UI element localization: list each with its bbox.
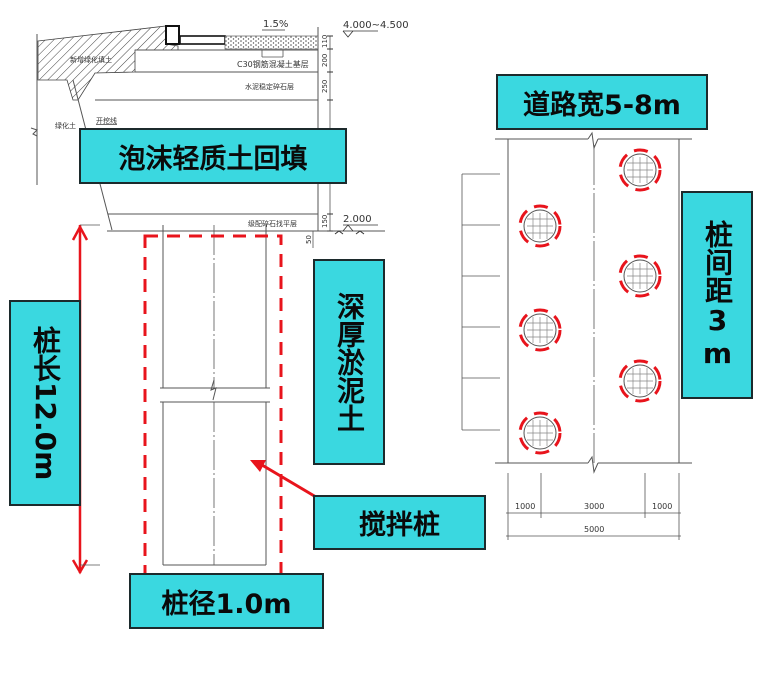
- curb: [165, 25, 180, 45]
- slope-value: 1.5%: [263, 19, 288, 30]
- pile-influence-ring: [618, 254, 662, 298]
- callout-mixing-pile: 搅拌桩: [313, 495, 486, 550]
- pile-influence-ring: [618, 148, 662, 192]
- dim-250: 250: [321, 80, 329, 93]
- pile-circle: [518, 308, 562, 352]
- label-new-green-soil: 新增绿化填土: [70, 55, 112, 64]
- callout-road-width: 道路宽5-8m: [496, 74, 708, 130]
- dim-150: 150: [321, 215, 329, 228]
- callout-soft-soil-text: 深厚淤泥土: [333, 292, 366, 432]
- callout-pile-length-text: 桩长12.0m: [29, 325, 62, 481]
- label-excavation-line: 开挖线: [96, 116, 117, 125]
- pile-influence-ring: [518, 204, 562, 248]
- callout-pile-spacing: 桩间距3m: [681, 191, 753, 399]
- pile-circle: [518, 411, 562, 455]
- pile-circle: [518, 204, 562, 248]
- break-symbol: [30, 127, 38, 137]
- pile-influence-ring: [518, 411, 562, 455]
- dim-200: 200: [321, 54, 329, 67]
- pile-circle: [618, 359, 662, 403]
- pile-circle: [618, 148, 662, 192]
- dim-1000-right: 1000: [652, 502, 672, 511]
- label-c30-base: C30钢筋混凝土基层: [237, 59, 309, 69]
- pile-elevation: 12000 1000: [71, 224, 317, 591]
- dim-5000: 5000: [584, 525, 604, 534]
- pile-circle: [618, 254, 662, 298]
- callout-pile-diameter: 桩径1.0m: [129, 573, 324, 629]
- mixing-pile-arrow: [261, 463, 317, 499]
- label-green-soil: 绿化土: [55, 121, 76, 130]
- plan-view: 1000 3000 1000 5000: [461, 131, 692, 540]
- elevation-bottom: 2.000: [343, 214, 372, 225]
- dim-1000-left: 1000: [515, 502, 535, 511]
- dim-110: 110: [321, 35, 329, 48]
- pile-influence-outline: [143, 234, 283, 581]
- pavement-layer: [224, 35, 319, 50]
- elevation-top: 4.000~4.500: [343, 20, 409, 31]
- dim-3000: 3000: [584, 502, 604, 511]
- pile-influence-ring: [518, 308, 562, 352]
- callout-pile-spacing-text: 桩间距3m: [701, 220, 734, 370]
- label-cement-gravel: 水泥稳定碎石层: [245, 82, 294, 91]
- callout-foam-backfill: 泡沫轻质土回填: [79, 128, 347, 184]
- cross-section: 新增绿化填土 C30钢筋混凝土基层 水泥稳定碎石层 绿化土 开挖线 级配碎石找平…: [30, 19, 409, 248]
- pile-influence-ring: [618, 359, 662, 403]
- dim-50: 50: [305, 235, 313, 244]
- curb-base: [179, 35, 226, 45]
- callout-pile-length: 桩长12.0m: [9, 300, 81, 506]
- callout-soft-soil: 深厚淤泥土: [313, 259, 385, 465]
- label-gravel-leveling: 级配碎石找平层: [248, 219, 297, 228]
